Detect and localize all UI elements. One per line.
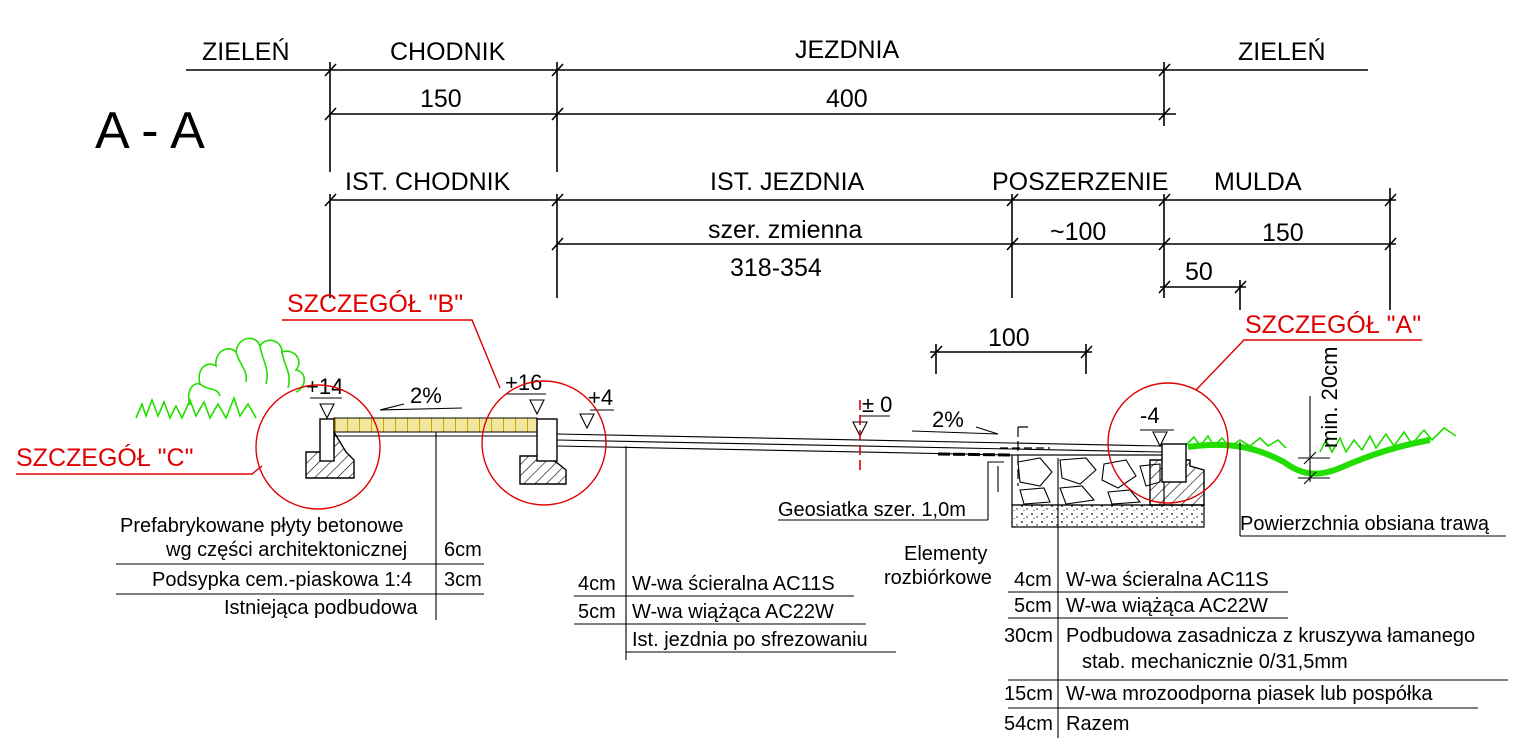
slope-marker-right bbox=[911, 426, 999, 435]
label-ist-jezdnia: IST. JEZDNIA bbox=[710, 168, 865, 196]
sidewalk-layer-1-thickness: 6cm bbox=[444, 539, 482, 561]
level-zero: ± 0 bbox=[862, 392, 892, 417]
curb-left bbox=[305, 418, 355, 479]
annotation-elementy-1: Elementy bbox=[904, 543, 987, 565]
sidewalk-layer-1-line1: Prefabrykowane płyty betonowe bbox=[120, 515, 404, 537]
level-minus4: -4 bbox=[1140, 403, 1160, 428]
dim-range: 318-354 bbox=[730, 254, 822, 282]
label-ist-chodnik: IST. CHODNIK bbox=[345, 168, 511, 196]
widening-layer-2-name: W-wa wiążąca AC22W bbox=[1066, 595, 1268, 617]
widening-layer-2-thickness: 5cm bbox=[1014, 595, 1052, 617]
widening-layer-1-name: W-wa ścieralna AC11S bbox=[1066, 569, 1269, 591]
detail-b-label: SZCZEGÓŁ "B" bbox=[287, 289, 463, 318]
label-poszerzenie: POSZERZENIE bbox=[992, 168, 1168, 196]
slope-marker-left bbox=[379, 403, 463, 411]
detail-b-circle bbox=[481, 380, 607, 506]
widening-layer-3-name: Podbudowa zasadnicza z kruszywa łamanego bbox=[1066, 625, 1475, 647]
detail-a-circle bbox=[1107, 382, 1229, 504]
dim-fifty: 50 bbox=[1185, 258, 1213, 286]
paver-layer bbox=[333, 417, 538, 433]
level-markers bbox=[310, 393, 1174, 448]
level-plus14: +14 bbox=[306, 374, 343, 399]
label-zielen-left: ZIELEŃ bbox=[202, 37, 290, 66]
detail-c-leader bbox=[16, 465, 263, 475]
grass-right bbox=[1185, 426, 1457, 477]
curb-middle bbox=[519, 418, 567, 485]
road-layer-1-thickness: 4cm bbox=[578, 573, 616, 595]
sidewalk-layer-3-name: Istniejąca podbudowa bbox=[224, 597, 418, 619]
widening-layer-5-thickness: 54cm bbox=[1004, 713, 1053, 735]
dim-szer-zmienna: szer. zmienna bbox=[708, 216, 862, 244]
widening-layer-3-thickness: 30cm bbox=[1004, 625, 1053, 647]
min-depth-label: min. 20cm bbox=[1317, 347, 1342, 448]
min-depth-dimension bbox=[1298, 396, 1330, 485]
level-plus4: +4 bbox=[588, 385, 613, 410]
widening-layer-1-thickness: 4cm bbox=[1014, 569, 1052, 591]
label-zielen-right: ZIELEŃ bbox=[1238, 37, 1326, 66]
widening-layers-table: 4cm W-wa ścieralna AC11S 5cm W-wa wiążąc… bbox=[1004, 569, 1508, 735]
widening-layer-4-name: W-wa mrozoodporna piasek lub pospółka bbox=[1066, 683, 1433, 705]
dim-mulda: 150 bbox=[1262, 219, 1304, 247]
dim-chodnik-150: 150 bbox=[420, 85, 462, 113]
dim-jezdnia-400: 400 bbox=[826, 85, 868, 113]
detail-c-label: SZCZEGÓŁ "C" bbox=[16, 443, 194, 472]
top-dimension-string bbox=[186, 62, 1368, 172]
label-chodnik: CHODNIK bbox=[390, 38, 506, 66]
section-title: A - A bbox=[95, 102, 205, 160]
widening-structure bbox=[1000, 426, 1205, 528]
label-mulda: MULDA bbox=[1214, 168, 1302, 196]
detail-b-leader bbox=[282, 319, 501, 389]
shrub-left bbox=[135, 337, 306, 420]
widening-layer-5-name: Razem bbox=[1066, 713, 1129, 735]
road-layer-1-name: W-wa ścieralna AC11S bbox=[632, 573, 835, 595]
road-layer-3-name: Ist. jezdnia po sfrezowaniu bbox=[632, 629, 868, 651]
slope-left: 2% bbox=[410, 383, 442, 408]
dim-hundred: 100 bbox=[988, 324, 1030, 352]
sidewalk-layer-2-thickness: 3cm bbox=[444, 569, 482, 591]
slope-right: 2% bbox=[932, 407, 964, 432]
sidewalk-layer-1-line2: wg części architektonicznej bbox=[165, 539, 407, 561]
detail-a-label: SZCZEGÓŁ "A" bbox=[1245, 310, 1421, 339]
sidewalk-layers-table: Prefabrykowane płyty betonowe wg części … bbox=[116, 515, 484, 619]
existing-dimension-string bbox=[324, 188, 1397, 374]
sidewalk-layer-2-name: Podsypka cem.-piaskowa 1:4 bbox=[152, 569, 412, 591]
road-layers-table: 4cm W-wa ścieralna AC11S 5cm W-wa wiążąc… bbox=[574, 573, 896, 653]
annotation-elementy-2: rozbiórkowe bbox=[884, 567, 992, 589]
annotation-powierzchnia: Powierzchnia obsiana trawą bbox=[1240, 513, 1490, 535]
road-layer-2-name: W-wa wiążąca AC22W bbox=[632, 601, 834, 623]
label-jezdnia: JEZDNIA bbox=[795, 36, 900, 64]
detail-c-circle bbox=[255, 384, 381, 510]
detail-a-leader bbox=[1195, 339, 1422, 391]
widening-layer-3-name-2: stab. mechanicznie 0/31,5mm bbox=[1082, 651, 1348, 673]
dim-poszerzenie: ~100 bbox=[1050, 218, 1106, 246]
widening-layer-4-thickness: 15cm bbox=[1004, 683, 1053, 705]
road-layer-2-thickness: 5cm bbox=[578, 601, 616, 623]
annotation-geosiatka: Geosiatka szer. 1,0m bbox=[778, 499, 966, 521]
